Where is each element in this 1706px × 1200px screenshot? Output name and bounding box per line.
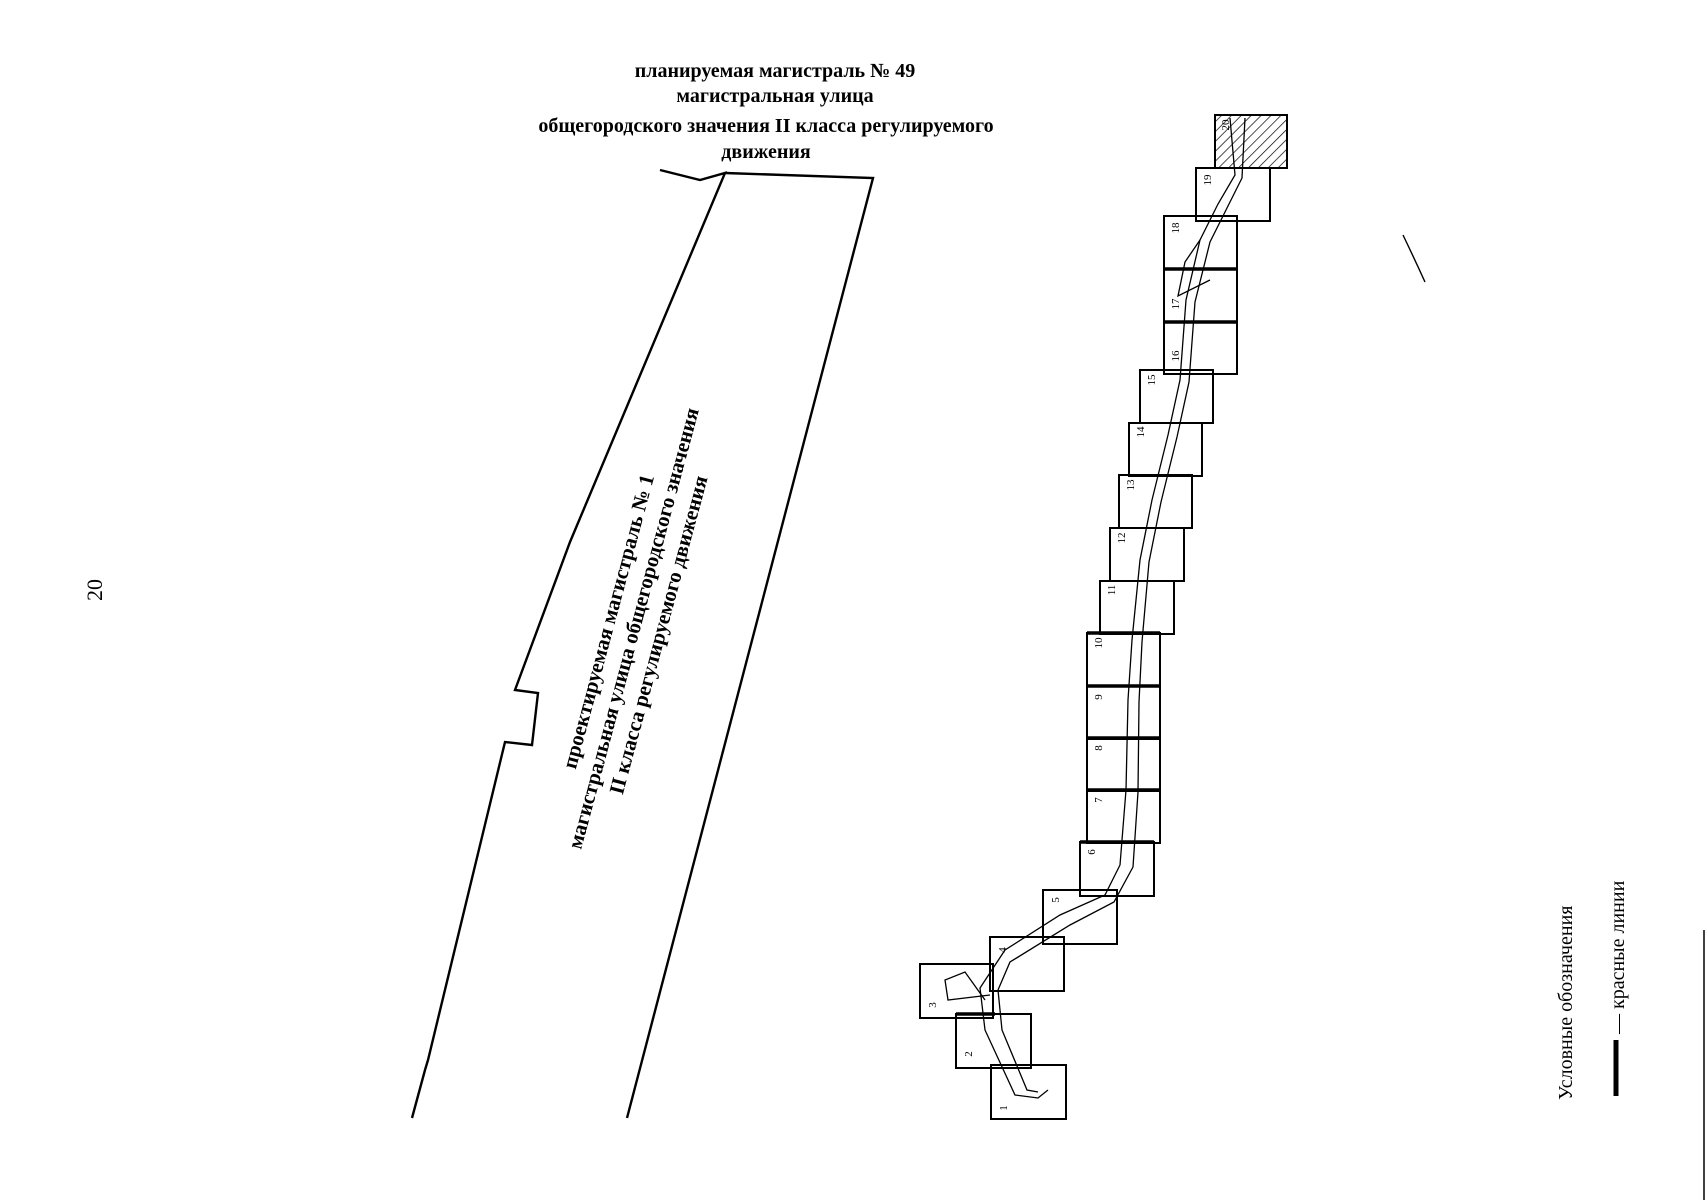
sheet-number-15: 15 [1146, 374, 1158, 386]
legend: Условные обозначения — красные линии [1555, 880, 1629, 1100]
sheet-number-9: 9 [1093, 694, 1105, 700]
sheet-number-2: 2 [963, 1051, 975, 1057]
sheet-number-12: 12 [1116, 533, 1128, 544]
sheet-frame-9 [1086, 685, 1161, 740]
sheet-number-13: 13 [1125, 479, 1137, 491]
sheet-frame-2 [955, 1013, 1032, 1069]
sheet-frame-4 [989, 936, 1065, 992]
sheet-number-20: 20 [1220, 119, 1232, 131]
sheet-number-3: 3 [927, 1002, 939, 1008]
sheet-number-10: 10 [1093, 637, 1105, 649]
street-1-red-line-left [410, 168, 728, 1119]
sheet-number-5: 5 [1050, 897, 1062, 903]
sheet-index [919, 114, 1288, 1120]
sheet-frame-15 [1139, 369, 1214, 424]
street-1-red-line-right [625, 171, 875, 1119]
street-49-line-3: общегородского значения II класса регули… [538, 115, 993, 137]
sheet-number-4: 4 [997, 947, 1009, 953]
sheet-number-1: 1 [998, 1105, 1010, 1111]
sheet-20-hatching [1214, 114, 1288, 169]
sheet-number-19: 19 [1202, 174, 1214, 186]
sheet-frame-17 [1163, 268, 1238, 323]
sheet-number-17: 17 [1170, 298, 1182, 310]
sheet-number-14: 14 [1135, 426, 1147, 438]
street-1-line-2: магистральная улица общегородского значе… [563, 405, 704, 851]
street-49-line-2: магистральная улица [676, 85, 873, 107]
sheet-number-18: 18 [1170, 222, 1182, 234]
road-branch-3 [944, 971, 991, 1001]
road-branch-17 [1177, 239, 1211, 298]
road-edge-left [979, 117, 1236, 1099]
sheet-numbers: 1 2 3 4 5 6 7 8 9 10 11 12 13 14 15 16 1… [927, 119, 1232, 1111]
sheet-dividers [956, 267, 1237, 1016]
boundary-arc [1402, 234, 1426, 283]
sheet-frame-16 [1163, 321, 1238, 375]
sheet-number-16: 16 [1170, 350, 1182, 362]
sheet-number-8: 8 [1093, 745, 1105, 751]
street-49-label: планируемая магистраль № 49 магистральна… [538, 60, 993, 163]
legend-title: Условные обозначения [1555, 906, 1577, 1100]
sheet-frame-1 [990, 1064, 1067, 1120]
legend-red-lines-label: — красные линии [1607, 880, 1629, 1035]
road-edge-right [997, 117, 1246, 1093]
street-49-line-4: движения [721, 141, 811, 163]
sheet-number-6: 6 [1086, 849, 1098, 855]
street-1-label: проектируемая магистраль № 1 магистральн… [557, 405, 712, 851]
sheet-number-7: 7 [1093, 797, 1105, 803]
road-corridor [944, 117, 1246, 1099]
sheet-number-11: 11 [1106, 585, 1118, 596]
page-number: 20 [82, 579, 107, 601]
street-49-line-1: планируемая магистраль № 49 [635, 60, 915, 82]
